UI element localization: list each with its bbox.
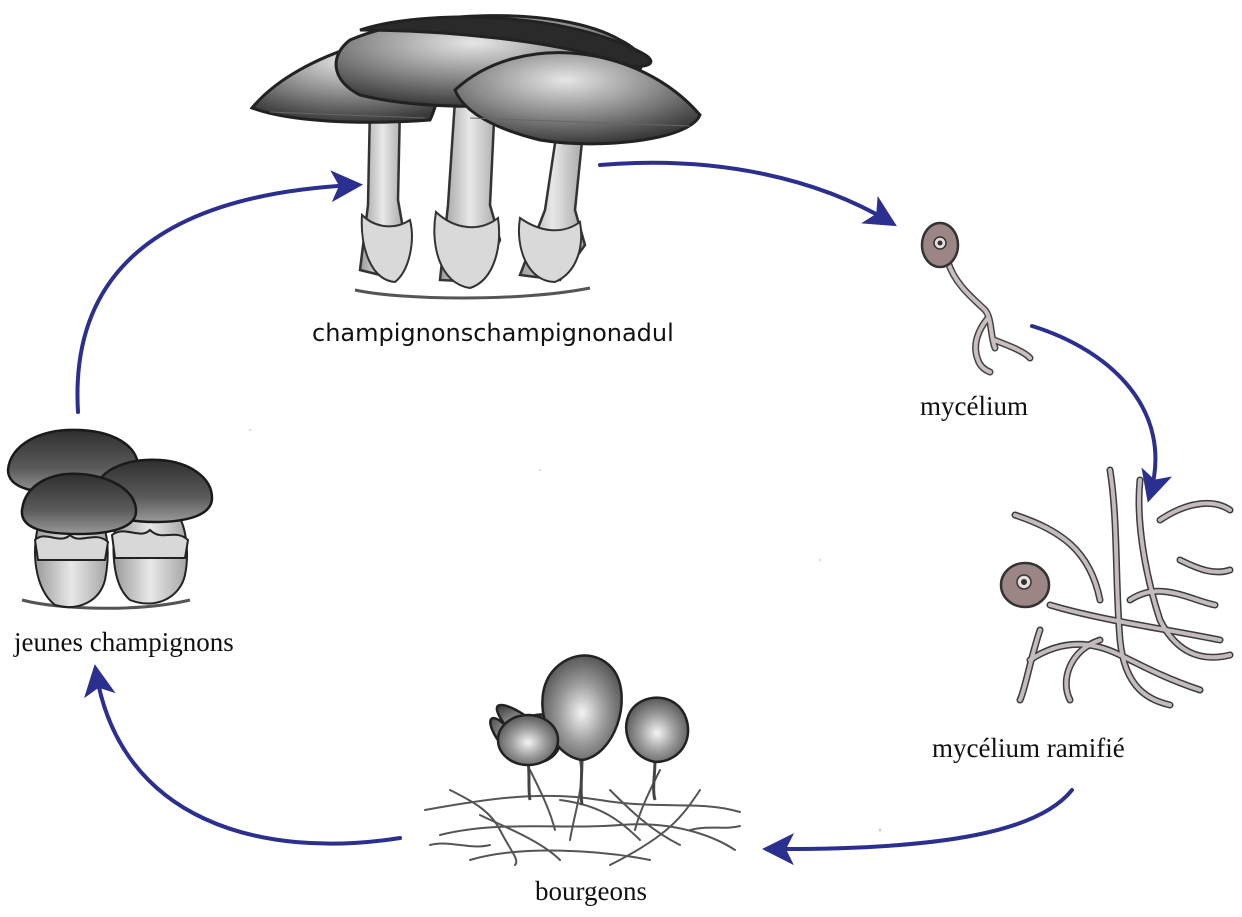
arrow-bourgeons-to-jeunes — [96, 672, 400, 844]
mycelium-ramifie-illustration — [1001, 470, 1230, 705]
label-mycelium: mycélium — [920, 393, 1028, 420]
label-jeunes-champignons: jeunes champignons — [14, 629, 234, 656]
bourgeons-illustration — [425, 656, 740, 866]
label-champignon-adulte: champignonschampignonadul — [312, 321, 674, 345]
label-mycelium-ramifie: mycélium ramifié — [932, 735, 1125, 762]
arrow-mycelium-to-ramifie — [1032, 326, 1155, 495]
mycelium-illustration — [922, 223, 1030, 372]
background-speckles — [249, 429, 882, 832]
jeunes-champignons-illustration — [8, 430, 212, 608]
label-bourgeons: bourgeons — [535, 878, 647, 905]
arrow-jeunes-to-adult — [77, 185, 355, 412]
arrow-adult-to-mycelium — [600, 163, 890, 222]
adult-mushrooms-illustration — [252, 16, 700, 298]
arrow-ramifie-to-bourgeons — [770, 790, 1072, 849]
